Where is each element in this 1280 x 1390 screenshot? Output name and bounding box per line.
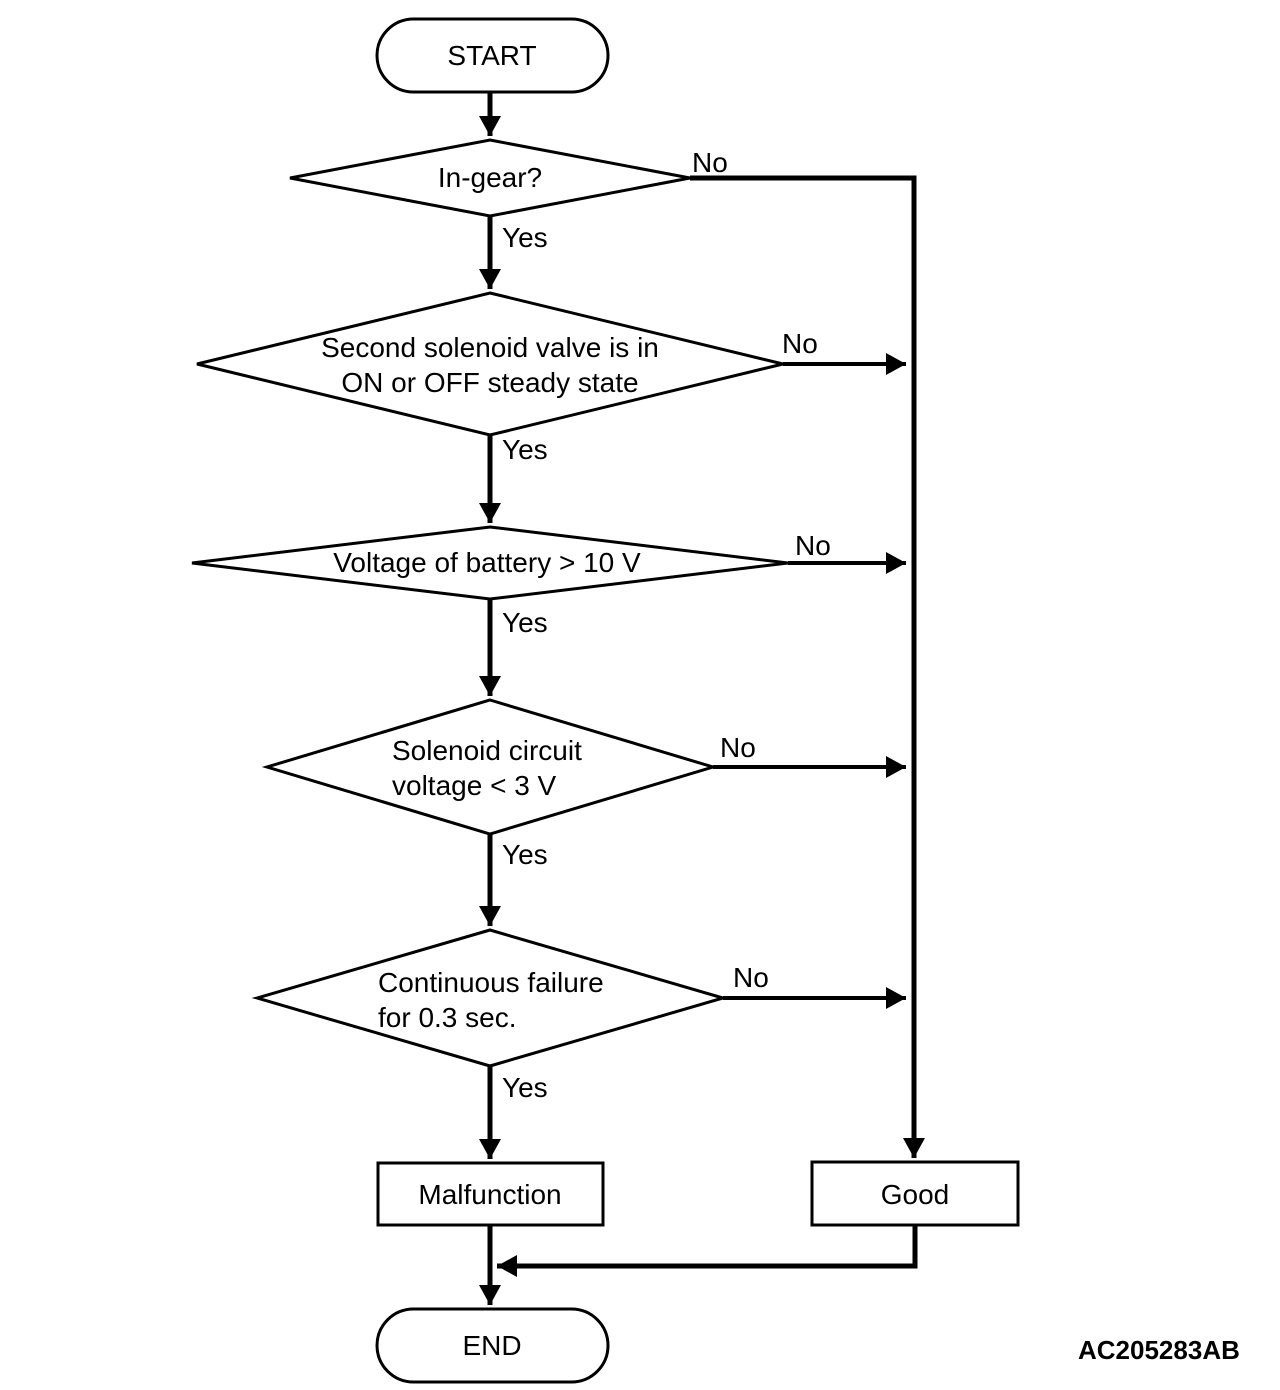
end-label: END bbox=[462, 1330, 521, 1361]
good-label: Good bbox=[881, 1179, 950, 1210]
decision2-text-line2: ON or OFF steady state bbox=[341, 367, 638, 398]
decision5-yes-label: Yes bbox=[502, 1072, 548, 1103]
start-label: START bbox=[447, 40, 536, 71]
figure-code: AC205283AB bbox=[1078, 1335, 1240, 1365]
decision3-yes-label: Yes bbox=[502, 607, 548, 638]
decision3-diamond bbox=[191, 525, 789, 601]
decision2-yes-label: Yes bbox=[502, 434, 548, 465]
decision5-text-line1: Continuous failure bbox=[378, 967, 604, 998]
malfunction-label: Malfunction bbox=[418, 1179, 561, 1210]
decision4-no-label: No bbox=[720, 732, 756, 763]
decision2-no-label: No bbox=[782, 328, 818, 359]
decision1-no-label: No bbox=[692, 147, 728, 178]
decision4-text-line2: voltage < 3 V bbox=[392, 770, 557, 801]
decision5-diamond bbox=[251, 928, 729, 1068]
decision5-text-line2: for 0.3 sec. bbox=[378, 1002, 517, 1033]
decision1-yes-label: Yes bbox=[502, 222, 548, 253]
decision1-text: In-gear? bbox=[438, 162, 542, 193]
decision4-text-line1: Solenoid circuit bbox=[392, 735, 582, 766]
edge-decision1-no-trunk-to-good bbox=[690, 175, 925, 1158]
end-terminal bbox=[375, 1307, 610, 1384]
start-terminal bbox=[375, 17, 610, 94]
decision4-yes-label: Yes bbox=[502, 839, 548, 870]
malfunction-box bbox=[376, 1161, 605, 1227]
decision4-diamond bbox=[261, 698, 719, 836]
decision2-text-line1: Second solenoid valve is in bbox=[321, 332, 659, 363]
decision1-diamond bbox=[289, 138, 691, 218]
decision3-text: Voltage of battery > 10 V bbox=[333, 547, 641, 578]
decision2-diamond bbox=[196, 291, 784, 437]
edge-good-merge-to-end-line bbox=[497, 1225, 918, 1277]
decision5-no-label: No bbox=[733, 962, 769, 993]
good-box bbox=[810, 1160, 1020, 1227]
decision3-no-label: No bbox=[795, 530, 831, 561]
